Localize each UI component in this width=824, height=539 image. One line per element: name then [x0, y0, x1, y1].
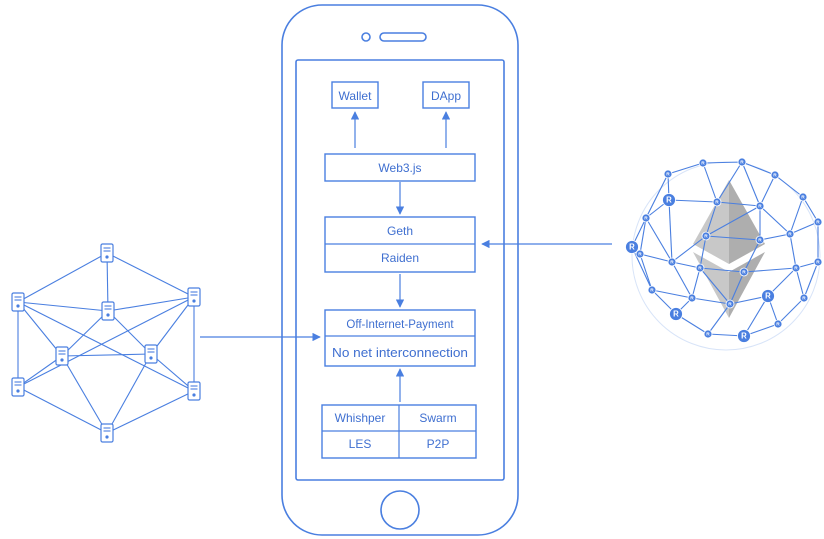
r-node-icon: R [662, 193, 676, 207]
off-internet-payment-box: Off-Internet-Payment No net interconnect… [324, 309, 476, 367]
server-node-icon [144, 344, 158, 364]
r-node-icon: R [813, 257, 823, 267]
geth-raiden-box: Geth Raiden [324, 216, 476, 273]
r-node-icon: R [667, 257, 677, 267]
web3-label: Web3.js [378, 161, 421, 175]
svg-text:R: R [666, 195, 672, 204]
web3-box: Web3.js [324, 153, 476, 182]
svg-text:R: R [742, 270, 746, 276]
whishper-label: Whishper [335, 411, 386, 425]
r-node-icon: R [773, 319, 783, 329]
svg-text:R: R [776, 322, 780, 328]
r-node-icon: R [798, 192, 808, 202]
r-node-icon: R [641, 213, 651, 223]
svg-text:R: R [666, 172, 670, 178]
server-node-icon [100, 243, 114, 263]
r-node-icon: R [687, 293, 697, 303]
r-node-icon: R [663, 169, 673, 179]
r-node-icon: R [791, 263, 801, 273]
svg-text:R: R [638, 252, 642, 258]
les-label: LES [349, 437, 372, 451]
r-node-icon: R [725, 299, 735, 309]
r-node-icon: R [770, 170, 780, 180]
r-node-icon: R [813, 217, 823, 227]
svg-text:R: R [706, 332, 710, 338]
r-node-icon: R [737, 329, 751, 343]
svg-text:R: R [715, 200, 719, 206]
svg-text:R: R [816, 220, 820, 226]
swarm-label: Swarm [419, 411, 456, 425]
svg-text:R: R [773, 173, 777, 179]
svg-text:R: R [741, 331, 747, 340]
raiden-label: Raiden [381, 251, 419, 265]
server-node-icon [11, 377, 25, 397]
p2p-label: P2P [427, 437, 450, 451]
svg-text:R: R [728, 302, 732, 308]
svg-text:R: R [758, 238, 762, 244]
server-node-icon [187, 287, 201, 307]
svg-text:R: R [701, 161, 705, 167]
wallet-box: Wallet [331, 81, 379, 109]
r-node-icon: R [625, 240, 639, 254]
geth-label: Geth [387, 224, 413, 238]
r-node-icon: R [701, 231, 711, 241]
server-node-icon [187, 381, 201, 401]
svg-text:R: R [801, 195, 805, 201]
phone-camera-icon [361, 32, 371, 42]
server-node-icon [11, 292, 25, 312]
no-net-label: No net interconnection [332, 345, 468, 360]
svg-text:R: R [816, 260, 820, 266]
svg-text:R: R [802, 296, 806, 302]
r-node-icon: R [635, 249, 645, 259]
r-node-icon: R [739, 267, 749, 277]
dapp-box: DApp [422, 81, 470, 109]
r-node-icon: R [755, 235, 765, 245]
r-node-icon: R [703, 329, 713, 339]
phone-home-button[interactable] [380, 490, 420, 530]
svg-text:R: R [765, 291, 771, 300]
svg-text:R: R [690, 296, 694, 302]
r-node-icon: R [695, 263, 705, 273]
svg-text:R: R [788, 232, 792, 238]
r-node-icon: R [698, 158, 708, 168]
phone-screen [295, 59, 505, 481]
r-node-icon: R [799, 293, 809, 303]
svg-text:R: R [740, 160, 744, 166]
protocol-grid: Whishper Swarm LES P2P [321, 404, 477, 459]
off-internet-label: Off-Internet-Payment [346, 319, 454, 331]
svg-text:R: R [698, 266, 702, 272]
r-node-icon: R [785, 229, 795, 239]
svg-text:R: R [704, 234, 708, 240]
svg-text:R: R [794, 266, 798, 272]
svg-text:R: R [644, 216, 648, 222]
wallet-label: Wallet [339, 89, 373, 103]
server-node-icon [100, 423, 114, 443]
left-server-network [11, 243, 201, 443]
r-node-icon: R [669, 307, 683, 321]
r-node-icon: R [755, 201, 765, 211]
svg-text:R: R [629, 242, 635, 251]
phone-speaker-icon [379, 32, 427, 42]
r-node-icon: R [761, 289, 775, 303]
dapp-label: DApp [431, 89, 461, 103]
phone-frame [281, 4, 519, 536]
svg-text:R: R [670, 260, 674, 266]
svg-text:R: R [650, 288, 654, 294]
r-node-icon: R [712, 197, 722, 207]
r-node-icon: R [647, 285, 657, 295]
r-node-icon: R [737, 157, 747, 167]
server-node-icon [101, 301, 115, 321]
right-ethereum-network: R R R R R R R R R R R R R R R R R R R R R R R R R R R R R [625, 157, 823, 351]
server-node-icon [55, 346, 69, 366]
svg-text:R: R [673, 309, 679, 318]
svg-text:R: R [758, 204, 762, 210]
